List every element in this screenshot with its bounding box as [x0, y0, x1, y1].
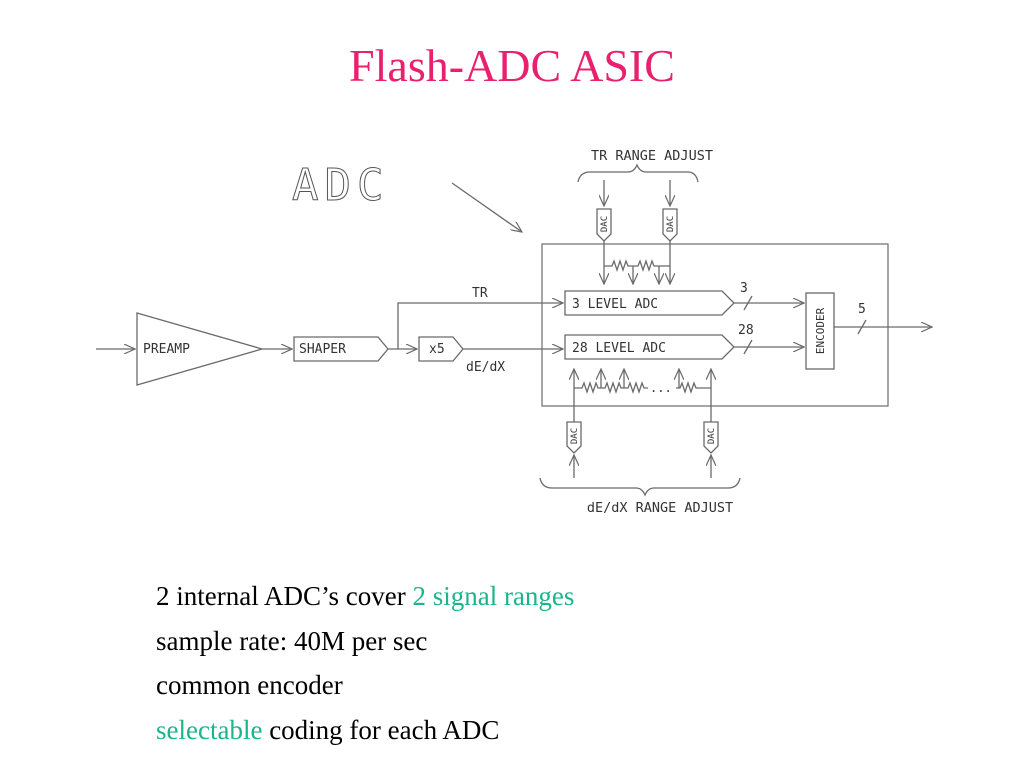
bus-slash-5 — [857, 319, 867, 335]
dedx-resistor-ladder — [574, 380, 648, 395]
ladder-ellipsis: ... — [650, 381, 672, 395]
tr-resistor-ladder — [604, 258, 670, 273]
dedx-dac-1-label: DAC — [570, 428, 580, 444]
dedx-resistor-ladder-end — [676, 380, 711, 395]
encoder-block — [805, 292, 835, 370]
adc-chip-outline — [541, 243, 889, 407]
preamp-label: PREAMP — [143, 342, 190, 357]
bullet-item: common encoder — [156, 670, 343, 700]
tr-path — [397, 303, 563, 349]
bus-width-28: 28 — [738, 323, 754, 338]
slide-title: Flash-ADC ASIC — [349, 40, 675, 91]
adc-3-level-label: 3 LEVEL ADC — [572, 297, 658, 312]
dedx-label: dE/dX — [466, 360, 505, 375]
tr-label: TR — [472, 286, 488, 301]
x5-label: x5 — [429, 342, 445, 357]
tr-range-adjust-label: TR RANGE ADJUST — [591, 148, 713, 164]
dedx-dac-1 — [566, 421, 582, 454]
bullet-item: sample rate: 40M per sec — [156, 625, 428, 656]
encoder-label: ENCODER — [814, 307, 827, 354]
bus-width-3: 3 — [740, 281, 748, 296]
bus-slash-28 — [743, 339, 753, 355]
preamp-block — [136, 312, 265, 386]
dedx-range-brace — [539, 477, 741, 497]
adc-28-level-block — [564, 334, 735, 360]
bullet-item: selectable coding for each ADC — [156, 714, 500, 745]
block-diagram: ADC TR RANGE ADJUST DAC DAC 3 LEVEL ADC … — [96, 148, 1024, 516]
dedx-dac-2 — [703, 421, 719, 454]
tr-range-brace — [577, 163, 699, 183]
tr-dac-1 — [596, 208, 612, 242]
shaper-label: SHAPER — [299, 342, 346, 357]
tr-dac-2-label: DAC — [666, 216, 676, 232]
bullet-list: 2 internal ADC’s cover 2 signal ranges s… — [156, 574, 574, 752]
x5-amplifier-block — [418, 336, 464, 362]
shaper-block — [293, 336, 389, 362]
dedx-range-adjust-label: dE/dX RANGE ADJUST — [587, 500, 733, 516]
tr-dac-1-label: DAC — [600, 216, 610, 232]
dedx-dac-2-label: DAC — [707, 428, 717, 444]
adc-big-label: ADC — [292, 160, 389, 211]
adc-pointer-arrow — [451, 182, 522, 232]
bus-slash-3 — [743, 295, 753, 311]
bus-width-5: 5 — [858, 302, 866, 317]
tr-dac-2 — [662, 208, 678, 242]
adc-28-level-label: 28 LEVEL ADC — [572, 341, 666, 356]
adc-3-level-block — [564, 290, 735, 316]
bullet-item: 2 internal ADC’s cover 2 signal ranges — [156, 581, 575, 611]
